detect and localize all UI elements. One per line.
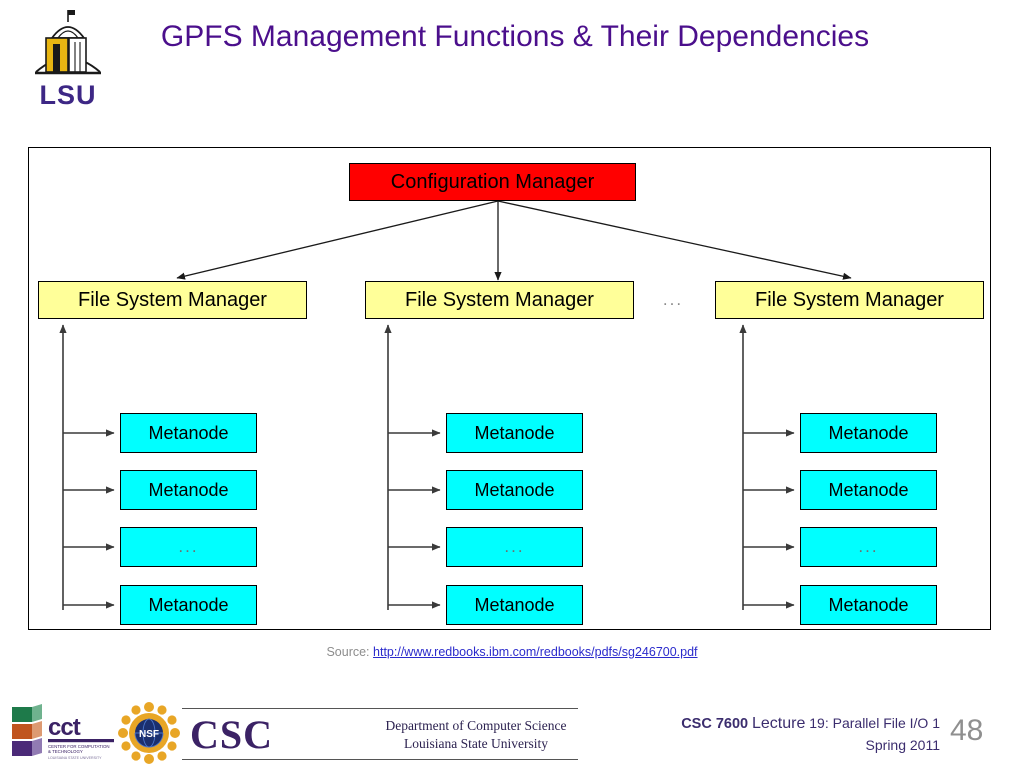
course-footer-line-1: CSC 7600 Lecture 19: Parallel File I/O 1: [600, 712, 940, 735]
svg-text:LOUISIANA STATE UNIVERSITY: LOUISIANA STATE UNIVERSITY: [48, 756, 102, 760]
source-prefix: Source:: [326, 645, 370, 659]
svg-text:CENTER FOR COMPUTATION: CENTER FOR COMPUTATION: [48, 744, 110, 749]
node-label: Metanode: [148, 422, 229, 443]
diagram-container: Configuration Manager File System Manage…: [28, 147, 991, 630]
node-file-system-manager-1[interactable]: File System Manager: [38, 281, 307, 319]
lsu-wordmark: LSU: [39, 80, 97, 110]
node-label: Metanode: [474, 479, 555, 500]
node-metanode-c1-r3-ellipsis[interactable]: ...: [120, 527, 257, 567]
node-metanode-c3-r2[interactable]: Metanode: [800, 470, 937, 510]
course-lecture-detail: 19: Parallel File I/O 1: [809, 715, 940, 731]
page-title: GPFS Management Functions & Their Depend…: [160, 20, 870, 53]
node-metanode-c1-r1[interactable]: Metanode: [120, 413, 257, 453]
node-label: ...: [178, 537, 199, 556]
csc-department-banner: CSC Department of Computer Science Louis…: [182, 708, 578, 760]
diagram-connectors: [59, 200, 852, 610]
node-metanode-c2-r3-ellipsis[interactable]: ...: [446, 527, 583, 567]
node-file-system-manager-2[interactable]: File System Manager: [365, 281, 634, 319]
node-metanode-c2-r4[interactable]: Metanode: [446, 585, 583, 625]
course-footer: CSC 7600 Lecture 19: Parallel File I/O 1…: [600, 712, 940, 755]
node-label: Metanode: [828, 594, 909, 615]
node-label: File System Manager: [755, 288, 944, 311]
course-code: CSC 7600: [681, 716, 749, 732]
svg-text:NSF: NSF: [139, 729, 159, 740]
node-metanode-c3-r4[interactable]: Metanode: [800, 585, 937, 625]
node-metanode-c2-r2[interactable]: Metanode: [446, 470, 583, 510]
cct-logo: cct CENTER FOR COMPUTATION & TECHNOLOGY …: [8, 703, 120, 763]
lsu-tower-icon: [35, 10, 101, 75]
node-label: ...: [504, 537, 525, 556]
node-label: File System Manager: [405, 288, 594, 311]
slide-number: 48: [950, 714, 984, 747]
node-label: Configuration Manager: [390, 170, 595, 193]
node-configuration-manager[interactable]: Configuration Manager: [349, 163, 636, 201]
csc-dept-line-2: Louisiana State University: [404, 736, 548, 752]
node-label: ...: [858, 537, 879, 556]
node-metanode-c3-r3-ellipsis[interactable]: ...: [800, 527, 937, 567]
svg-text:cct: cct: [48, 714, 81, 741]
cct-logo-icon: cct CENTER FOR COMPUTATION & TECHNOLOGY …: [12, 704, 114, 760]
node-metanode-c3-r1[interactable]: Metanode: [800, 413, 937, 453]
source-link[interactable]: http://www.redbooks.ibm.com/redbooks/pdf…: [373, 645, 698, 659]
csc-wordmark: CSC: [190, 712, 274, 757]
lsu-logo: LSU: [22, 8, 114, 114]
svg-text:& TECHNOLOGY: & TECHNOLOGY: [48, 749, 83, 754]
node-metanode-c1-r2[interactable]: Metanode: [120, 470, 257, 510]
node-label: Metanode: [474, 422, 555, 443]
nsf-logo: NSF: [118, 702, 180, 764]
node-label: Metanode: [148, 479, 229, 500]
node-metanode-c2-r1[interactable]: Metanode: [446, 413, 583, 453]
course-lecture-word: Lecture: [752, 715, 806, 732]
csc-department-text: Department of Computer Science Louisiana…: [378, 717, 574, 753]
csc-dept-line-1: Department of Computer Science: [385, 718, 567, 733]
node-file-system-manager-3[interactable]: File System Manager: [715, 281, 984, 319]
node-label: File System Manager: [78, 288, 267, 311]
source-attribution: Source: http://www.redbooks.ibm.com/redb…: [0, 645, 1024, 659]
node-label: Metanode: [828, 422, 909, 443]
node-label: Metanode: [474, 594, 555, 615]
managers-ellipsis: ...: [662, 290, 684, 309]
nsf-logo-icon: NSF: [118, 702, 180, 764]
node-label: Metanode: [148, 594, 229, 615]
node-metanode-c1-r4[interactable]: Metanode: [120, 585, 257, 625]
node-label: Metanode: [828, 479, 909, 500]
course-term: Spring 2011: [865, 737, 940, 754]
